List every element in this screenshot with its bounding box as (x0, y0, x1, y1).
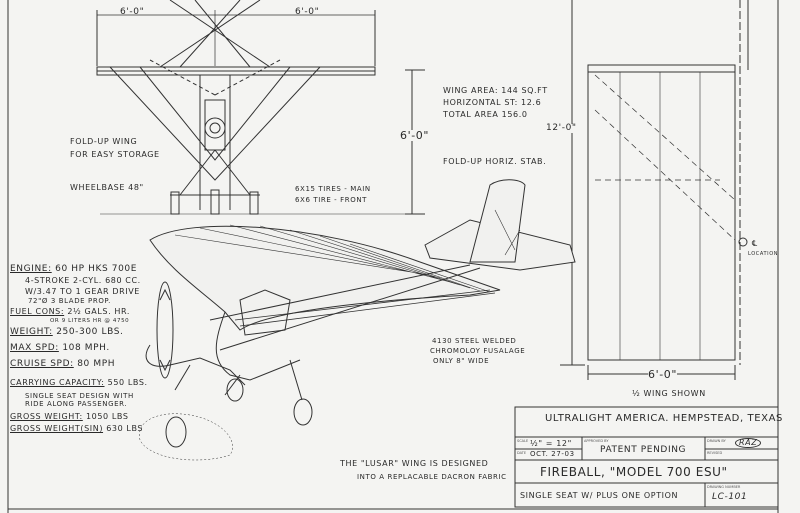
fuel-sub: OR 9 LITERS HR @ 4750 (50, 318, 130, 324)
weight-value: 250-300 LBS. (56, 327, 124, 337)
approved-label: APPROVED BY (584, 439, 609, 443)
fold-note: FOLD-UP WING (70, 137, 138, 146)
fold-note: FOR EASY STORAGE (70, 150, 160, 159)
length-dimension (560, 0, 585, 366)
fuselage-note: ONLY 8" WIDE (433, 357, 490, 365)
wing-note: THE "LUSAR" WING IS DESIGNED (340, 459, 489, 468)
stab-note: FOLD-UP HORIZ. STAB. (443, 157, 547, 166)
scale-label: SCALE (517, 439, 529, 443)
date-label: DATE (517, 451, 527, 455)
half-wing-caption: ½ WING SHOWN (632, 389, 706, 398)
height-dimension (405, 69, 425, 215)
length-dim: 12'-0" (546, 123, 577, 133)
fuel-value: 2½ GALS. HR. (67, 307, 131, 316)
scale-value: ½" = 12" (530, 439, 572, 448)
engine-line: W/3.47 TO 1 GEAR DRIVE (25, 287, 140, 296)
engine-value: 60 HP HKS 700E (55, 264, 138, 274)
wheelbase-note: WHEELBASE 48" (70, 183, 144, 192)
gross-weight-sin-label: GROSS WEIGHT(SIN) (10, 424, 104, 433)
engine-line: 72"Ø 3 BLADE PROP. (28, 297, 111, 305)
max-speed-value: 108 MPH. (62, 343, 110, 353)
drawing-title: FIREBALL, "MODEL 700 ESU" (540, 465, 728, 479)
span-left-dim: 6'-0" (120, 7, 145, 17)
design-line: SINGLE SEAT DESIGN WITH (25, 392, 134, 400)
company-name: ULTRALIGHT AMERICA. HEMPSTEAD, TEXAS (545, 413, 784, 424)
drawn-by-label: DRAWN BY (707, 439, 726, 443)
wing-area: WING AREA: 144 SQ.FT (443, 86, 548, 95)
engine-line: 4-STROKE 2-CYL. 680 CC. (25, 276, 141, 285)
front-view (96, 0, 420, 215)
height-dim: 6'-0" (400, 129, 430, 142)
span-right-dim: 6'-0" (295, 7, 320, 17)
drawing-subtitle: SINGLE SEAT W/ PLUS ONE OPTION (520, 491, 679, 500)
date-value: OCT. 27-03 (530, 450, 575, 458)
drawn-by-signature: RAZ (735, 438, 762, 448)
drawing-number-label: DRAWING NUMBER (707, 485, 741, 489)
cruise-speed-value: 80 MPH (77, 359, 116, 369)
drawing-number: LC-101 (712, 492, 748, 502)
max-speed-label: MAX SPD: (10, 343, 59, 353)
cruise-speed-label: CRUISE SPD: (10, 359, 74, 369)
half-wing-view (587, 0, 749, 380)
revised-label: REVISED (707, 451, 723, 455)
fuel-label: FUEL CONS: (10, 307, 65, 316)
gross-weight-sin-value: 630 LBS (106, 424, 144, 433)
design-line: RIDE ALONG PASSENGER. (25, 400, 128, 408)
title-block-grid (514, 406, 779, 508)
location-label: LOCATION (748, 251, 779, 257)
gross-weight-value: 1050 LBS (85, 412, 129, 421)
total-area: TOTAL AREA 156.0 (443, 110, 528, 119)
engine-label: ENGINE: (10, 264, 52, 274)
capacity-label: CARRYING CAPACITY: (10, 378, 105, 387)
gross-weight-label: GROSS WEIGHT: (10, 412, 83, 421)
capacity-value: 550 LBS. (107, 378, 148, 387)
wing-note: INTO A REPLACABLE DACRON FABRIC (357, 473, 507, 481)
fuselage-note: 4130 STEEL WELDED (432, 337, 517, 345)
wing-width-dim: 6'-0" (648, 368, 678, 381)
centerline-symbol: ℄ (752, 239, 758, 248)
approved-value: PATENT PENDING (600, 445, 687, 455)
horizontal-stab-area: HORIZONTAL ST: 12.6 (443, 98, 542, 107)
fuselage-note: CHROMOLOY FUSALAGE (430, 347, 526, 355)
tire-note: 6X15 TIRES - MAIN (295, 185, 371, 193)
perspective-view (139, 179, 576, 461)
weight-label: WEIGHT: (10, 327, 53, 337)
tire-note: 6X6 TIRE - FRONT (295, 196, 368, 204)
